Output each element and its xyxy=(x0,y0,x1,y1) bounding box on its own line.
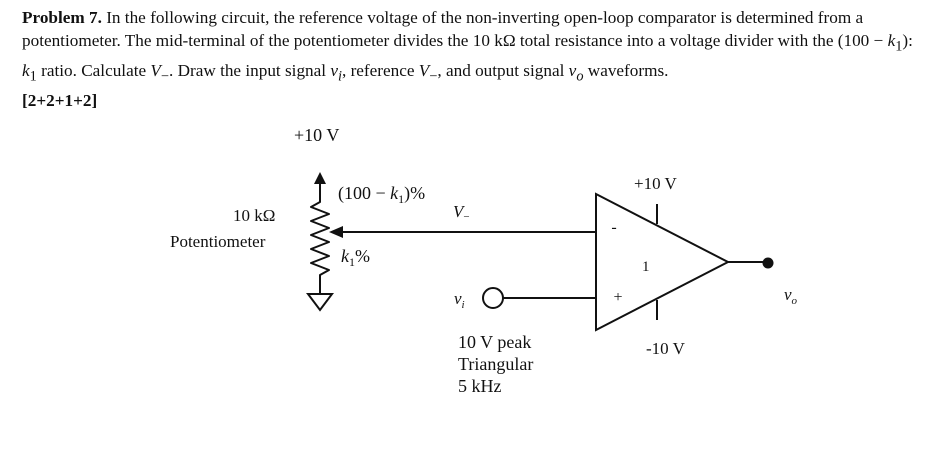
k1-symbol: k xyxy=(887,31,896,51)
opamp-number: 1 xyxy=(642,259,650,275)
vi-label: vi xyxy=(454,289,465,311)
vminus-subscript: − xyxy=(429,68,438,85)
output-terminal xyxy=(762,257,774,269)
vminus-subscript: − xyxy=(160,68,169,85)
opamp-inverting-input: - xyxy=(611,219,616,236)
potentiometer-resistor xyxy=(310,196,330,293)
problem-text-3: ratio. Calculate xyxy=(36,61,151,81)
problem-statement: Problem 7. In the following circuit, the… xyxy=(22,6,927,112)
marks-breakdown: [2+2+1+2] xyxy=(22,90,98,110)
opamp-negative-supply: -10 V xyxy=(646,339,686,358)
pot-value-label: 10 kΩ xyxy=(233,206,275,225)
pot-supply-arrow xyxy=(314,172,326,196)
vi-subscript: i xyxy=(337,68,342,85)
vminus-label: V− xyxy=(453,202,470,223)
problem-text-4: . Draw the input signal xyxy=(169,61,331,81)
opamp-noninverting-input: + xyxy=(613,289,622,306)
vo-label: vo xyxy=(784,285,798,307)
problem-text-2: ): xyxy=(902,31,913,51)
k1-symbol: k xyxy=(22,61,30,81)
problem-text-6: , and output signal xyxy=(437,61,569,81)
pot-wiper-arrow xyxy=(329,226,596,238)
source-amplitude: 10 V peak xyxy=(458,332,531,352)
vo-subscript: o xyxy=(576,68,584,85)
pot-name-label: Potentiometer xyxy=(170,232,266,251)
vi-symbol: v xyxy=(330,61,338,81)
ground-symbol xyxy=(306,293,334,312)
problem-number: Problem 7. xyxy=(22,8,102,27)
input-source-terminal xyxy=(482,287,504,309)
vminus-symbol: V xyxy=(418,61,430,81)
problem-text-1: In the following circuit, the reference … xyxy=(22,8,888,51)
problem-text-7: waveforms. xyxy=(583,61,669,81)
vo-symbol: v xyxy=(568,61,577,81)
k1-subscript: 1 xyxy=(29,68,37,85)
opamp-triangle xyxy=(595,192,731,332)
pot-upper-fraction: (100 − k1)% xyxy=(338,183,425,206)
k1-subscript: 1 xyxy=(895,38,903,55)
vminus-symbol: V xyxy=(150,61,161,81)
opamp-positive-supply: +10 V xyxy=(634,174,678,193)
pot-lower-fraction: k1% xyxy=(341,246,370,269)
problem-text-5: , reference xyxy=(341,61,419,81)
source-waveform: Triangular xyxy=(458,354,533,374)
source-frequency: 5 kHz xyxy=(458,376,502,396)
pot-supply-label: +10 V xyxy=(294,125,339,145)
